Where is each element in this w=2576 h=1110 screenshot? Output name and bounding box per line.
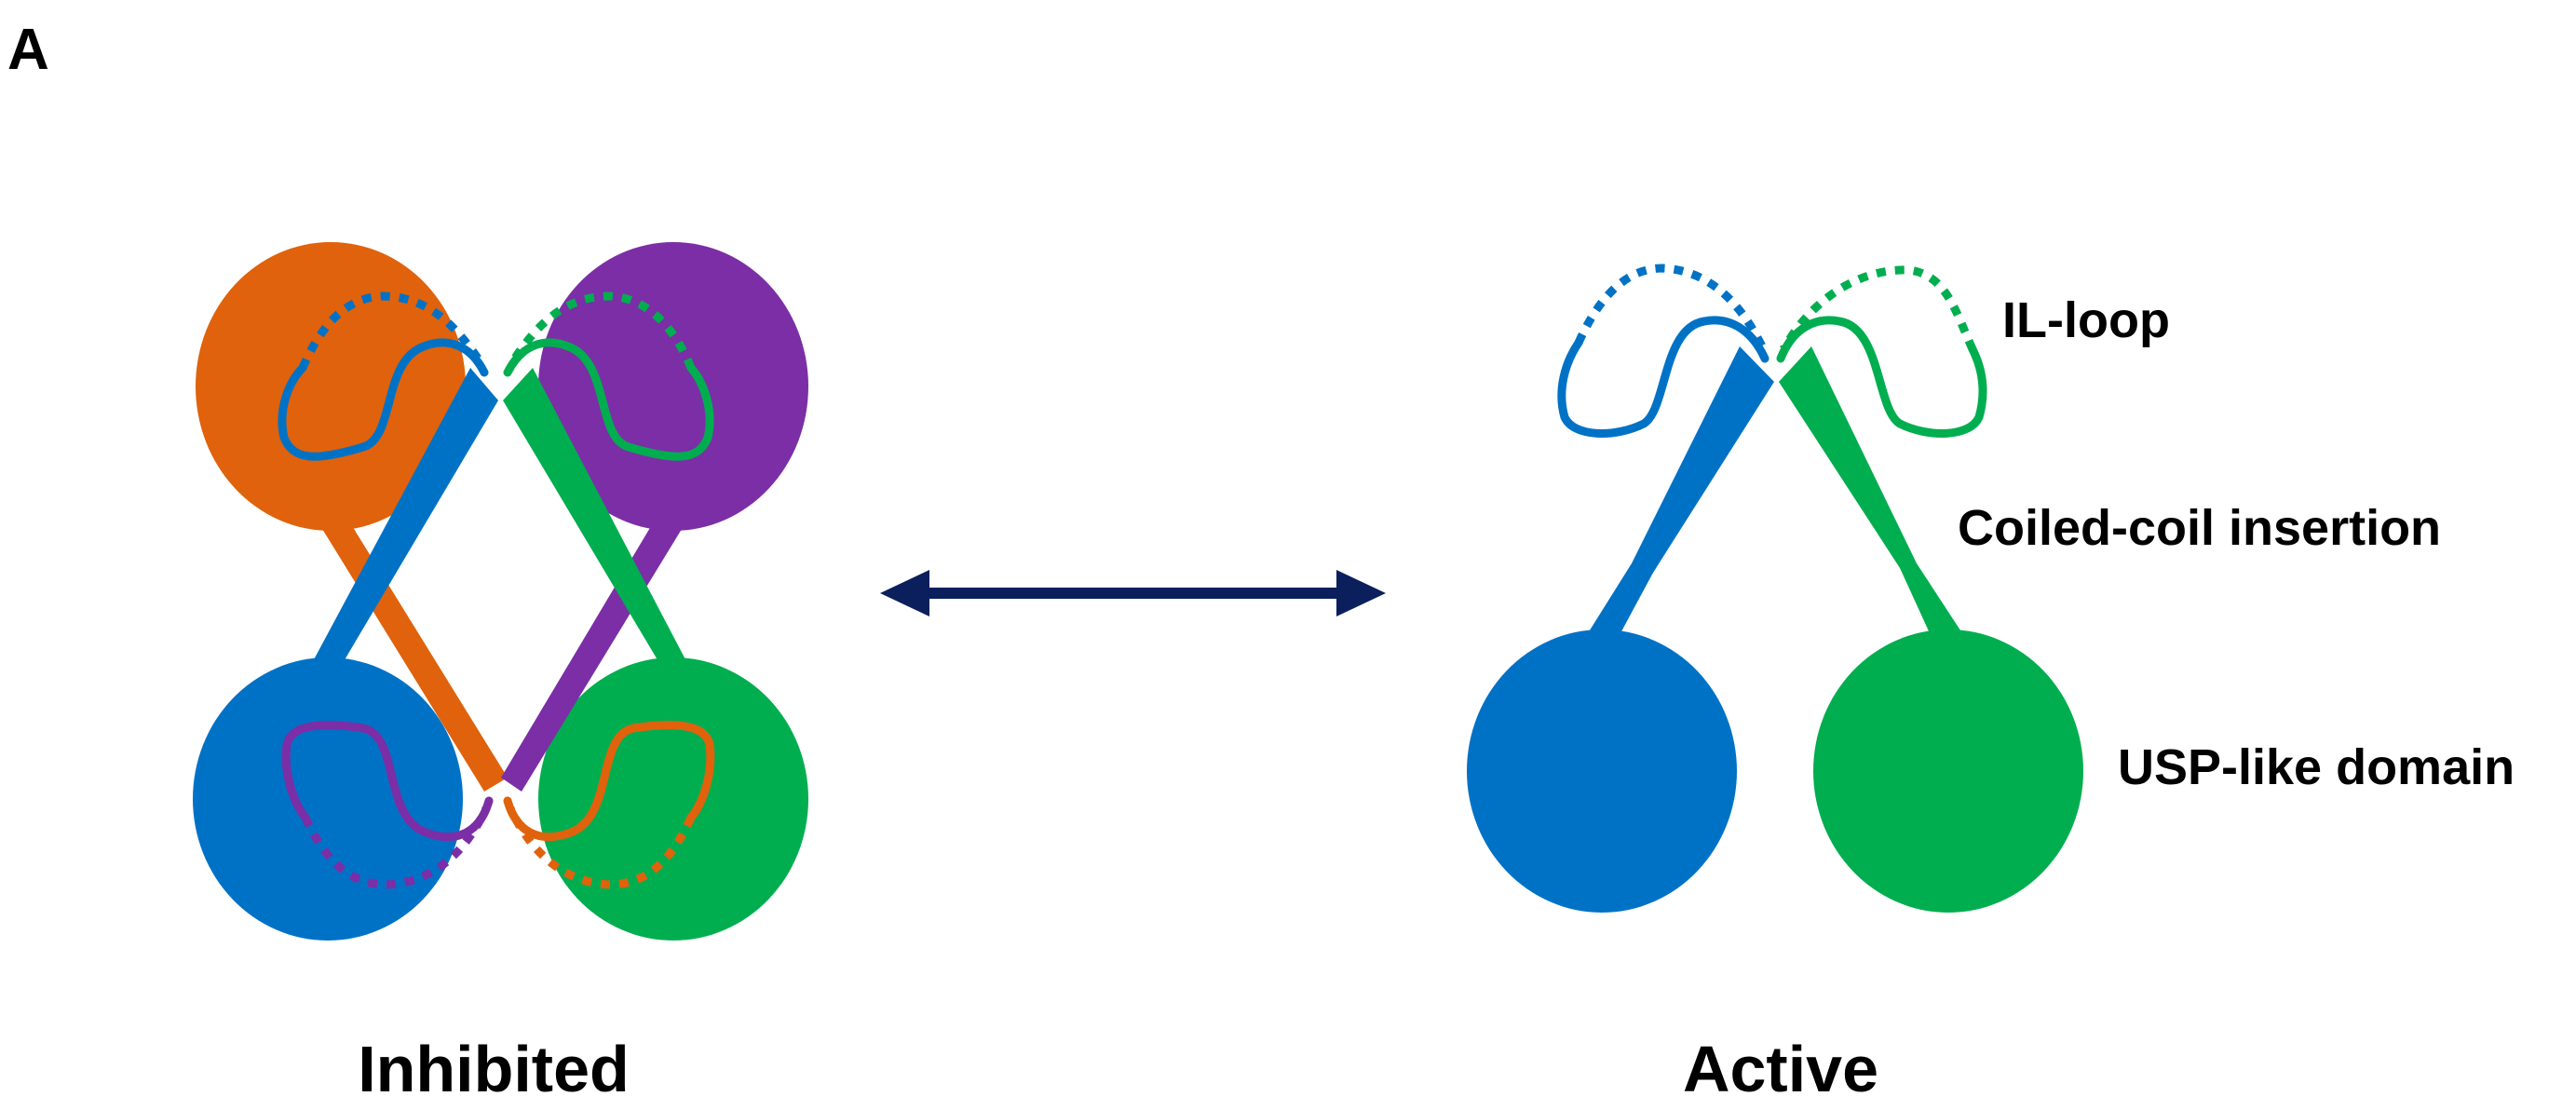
usp-domain-label: USP-like domain [2118,739,2515,795]
purple-il-loop-inhibited [281,721,494,842]
active-state-label: Active [1683,1033,1878,1105]
green-il-loop-inhibited [503,338,714,461]
green-il-loop-active [1776,316,1987,438]
blue-il-loop-active-dashed [1574,264,1769,354]
blue-usp-domain-active [1467,629,1737,913]
blue-usp-domain [193,657,463,941]
arrowhead-right [1336,570,1386,616]
blue-coiled-coil-active [1588,346,1774,633]
purple-usp-domain [538,242,808,531]
blue-coiled-coil [312,368,498,663]
panel-letter: A [7,18,49,82]
equilibrium-double-arrow [880,570,1386,616]
blue-il-loop-active [1557,316,1769,438]
inhibited-complex [193,242,808,941]
inhibited-state-label: Inhibited [358,1033,630,1105]
il-loop-label: IL-loop [2002,292,2170,348]
green-il-loop-active-dashed [1780,265,1977,352]
active-complex [1467,264,2083,913]
orange-il-loop-inhibited [503,721,715,842]
green-coiled-coil [503,368,687,663]
orange-usp-domain [196,242,466,531]
green-il-loop-inhibited-dashed [507,291,696,370]
green-coiled-coil-active [1779,346,1962,633]
blue-il-loop-inhibited-dashed [298,291,486,370]
green-usp-domain [538,657,808,941]
arrowhead-left [880,570,929,616]
purple-il-loop-inhibited-dashed [301,806,491,889]
blue-il-loop-inhibited [278,338,489,461]
coiled-coil-label: Coiled-coil insertion [1958,500,2441,556]
green-usp-domain-active [1813,629,2083,913]
orange-il-loop-inhibited-dashed [506,806,696,889]
